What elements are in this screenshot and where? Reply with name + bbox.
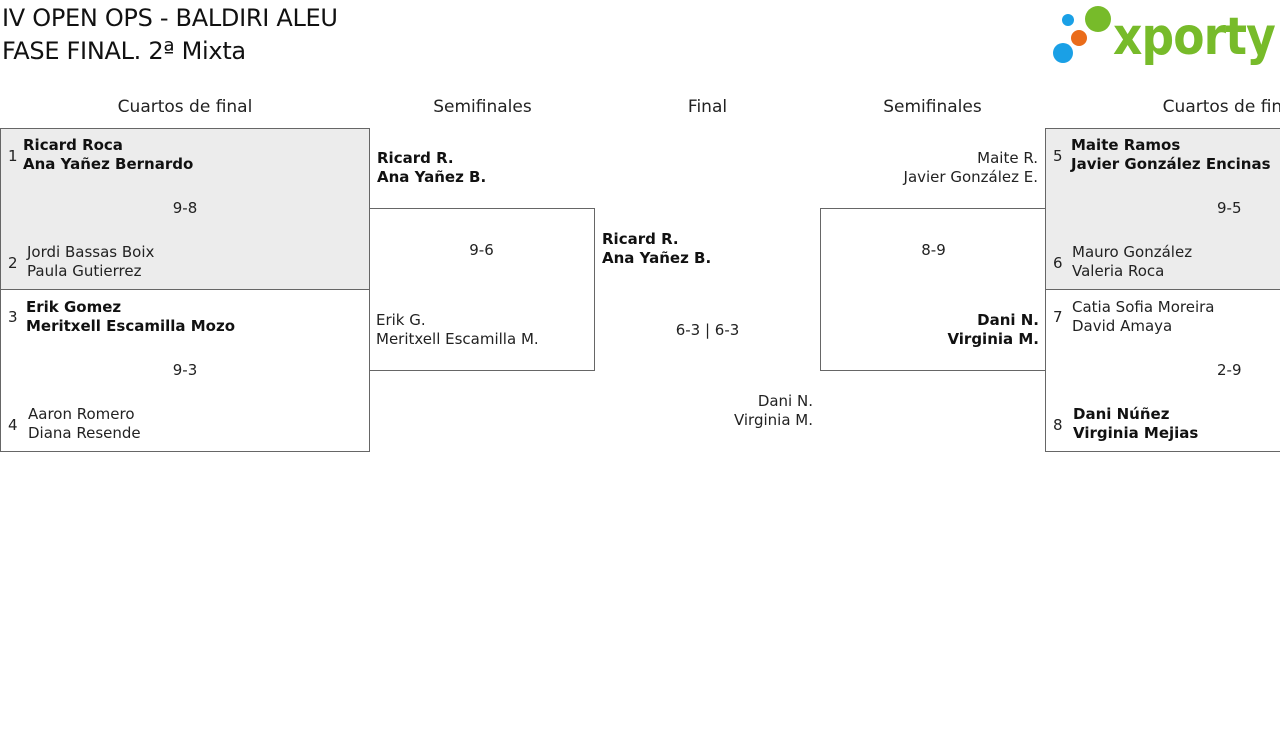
- player-name: Dani N.: [977, 311, 1039, 329]
- match-qf-1: 1 Ricard Roca Ana Yañez Bernardo 9-8 2 J…: [0, 128, 370, 290]
- player-name: Ana Yañez B.: [602, 249, 712, 267]
- match-qf-4: 7 Catia Sofia Moreira David Amaya 2-9 8 …: [1045, 289, 1280, 452]
- team-qf1-top: Ricard Roca Ana Yañez Bernardo: [23, 136, 193, 174]
- team-sf-left-bottom: Erik G. Meritxell Escamilla M.: [376, 311, 539, 349]
- player-name: Ana Yañez Bernardo: [23, 155, 194, 173]
- player-name: Virginia M.: [947, 330, 1039, 348]
- xporty-logo: xporty: [1053, 6, 1276, 66]
- player-name: Paula Gutierrez: [27, 262, 142, 280]
- seed-8: 8: [1053, 416, 1063, 434]
- player-name: Diana Resende: [28, 424, 141, 442]
- player-name: Javier González E.: [903, 168, 1038, 186]
- logo-dot-blue-small: [1062, 14, 1074, 26]
- team-qf2-bottom: Aaron Romero Diana Resende: [28, 405, 141, 443]
- player-name: Meritxell Escamilla M.: [376, 330, 539, 348]
- team-qf2-top: Erik Gomez Meritxell Escamilla Mozo: [26, 298, 235, 336]
- player-name: Erik Gomez: [26, 298, 122, 316]
- score-qf-2: 9-3: [172, 361, 198, 379]
- score-final: 6-3 | 6-3: [675, 321, 740, 339]
- header-qf-left: Cuartos de final: [117, 97, 253, 117]
- logo-text: xporty: [1113, 7, 1275, 66]
- header-qf-right-label: Cuartos de final: [1162, 97, 1280, 117]
- score-qf-1: 9-8: [172, 199, 198, 217]
- player-name: Virginia Mejias: [1073, 424, 1199, 442]
- team-qf3-bottom: Mauro González Valeria Roca: [1072, 243, 1192, 281]
- team-sf-right-bottom: Dani N. Virginia M.: [821, 311, 1039, 349]
- player-name: Dani Núñez: [1073, 405, 1170, 423]
- player-name: Ricard R.: [377, 149, 454, 167]
- team-qf1-bottom: Jordi Bassas Boix Paula Gutierrez: [27, 243, 154, 281]
- seed-1: 1: [8, 147, 18, 165]
- match-qf-2: 3 Erik Gomez Meritxell Escamilla Mozo 9-…: [0, 289, 370, 452]
- header-qf-right: Cuartos de final: [1045, 96, 1280, 118]
- player-name: Javier González Encinas: [1071, 155, 1271, 173]
- player-name: Maite Ramos: [1071, 136, 1181, 154]
- player-name: Erik G.: [376, 311, 426, 329]
- score-qf-4: 2-9: [1217, 361, 1242, 379]
- player-name: Catia Sofia Moreira: [1072, 298, 1215, 316]
- team-qf4-top: Catia Sofia Moreira David Amaya: [1072, 298, 1215, 336]
- team-final-top: Ricard R. Ana Yañez B.: [602, 230, 711, 268]
- seed-3: 3: [8, 308, 18, 326]
- match-sf-right: 8-9 Dani N. Virginia M.: [820, 208, 1046, 371]
- score-sf-right: 8-9: [921, 241, 946, 259]
- player-name: Meritxell Escamilla Mozo: [26, 317, 236, 335]
- header-final: Final: [687, 97, 728, 117]
- header-sf-left: Semifinales: [433, 97, 532, 117]
- player-name: Mauro González: [1072, 243, 1193, 261]
- logo-dot-blue: [1053, 43, 1073, 63]
- player-name: Aaron Romero: [28, 405, 135, 423]
- team-sf-left-top: Ricard R. Ana Yañez B.: [377, 149, 486, 187]
- header-sf-right: Semifinales: [883, 97, 982, 117]
- seed-5: 5: [1053, 147, 1063, 165]
- team-qf4-bottom: Dani Núñez Virginia Mejias: [1073, 405, 1198, 443]
- player-name: Maite R.: [977, 149, 1038, 167]
- seed-2: 2: [8, 254, 18, 272]
- match-qf-3: 5 Maite Ramos Javier González Encinas 9-…: [1045, 128, 1280, 290]
- seed-4: 4: [8, 416, 18, 434]
- team-qf3-top: Maite Ramos Javier González Encinas: [1071, 136, 1271, 174]
- seed-7: 7: [1053, 308, 1063, 326]
- player-name: Ricard Roca: [23, 136, 123, 154]
- player-name: Ricard R.: [602, 230, 679, 248]
- team-final-bottom: Dani N. Virginia M.: [595, 392, 813, 430]
- player-name: David Amaya: [1072, 317, 1173, 335]
- score-qf-3: 9-5: [1217, 199, 1242, 217]
- title-line-2: FASE FINAL. 2ª Mixta: [2, 37, 246, 65]
- logo-dot-green: [1085, 6, 1111, 32]
- title-line-1: IV OPEN OPS - BALDIRI ALEU: [2, 4, 338, 32]
- player-name: Ana Yañez B.: [377, 168, 487, 186]
- team-sf-right-top: Maite R. Javier González E.: [820, 149, 1038, 187]
- player-name: Virginia M.: [733, 411, 813, 429]
- page-title: IV OPEN OPS - BALDIRI ALEU FASE FINAL. 2…: [2, 2, 338, 68]
- player-name: Jordi Bassas Boix: [27, 243, 155, 261]
- player-name: Dani N.: [757, 392, 813, 410]
- score-sf-left: 9-6: [469, 241, 494, 259]
- logo-dot-orange: [1071, 30, 1087, 46]
- seed-6: 6: [1053, 254, 1063, 272]
- player-name: Valeria Roca: [1072, 262, 1165, 280]
- match-sf-left: 9-6 Erik G. Meritxell Escamilla M.: [369, 208, 595, 371]
